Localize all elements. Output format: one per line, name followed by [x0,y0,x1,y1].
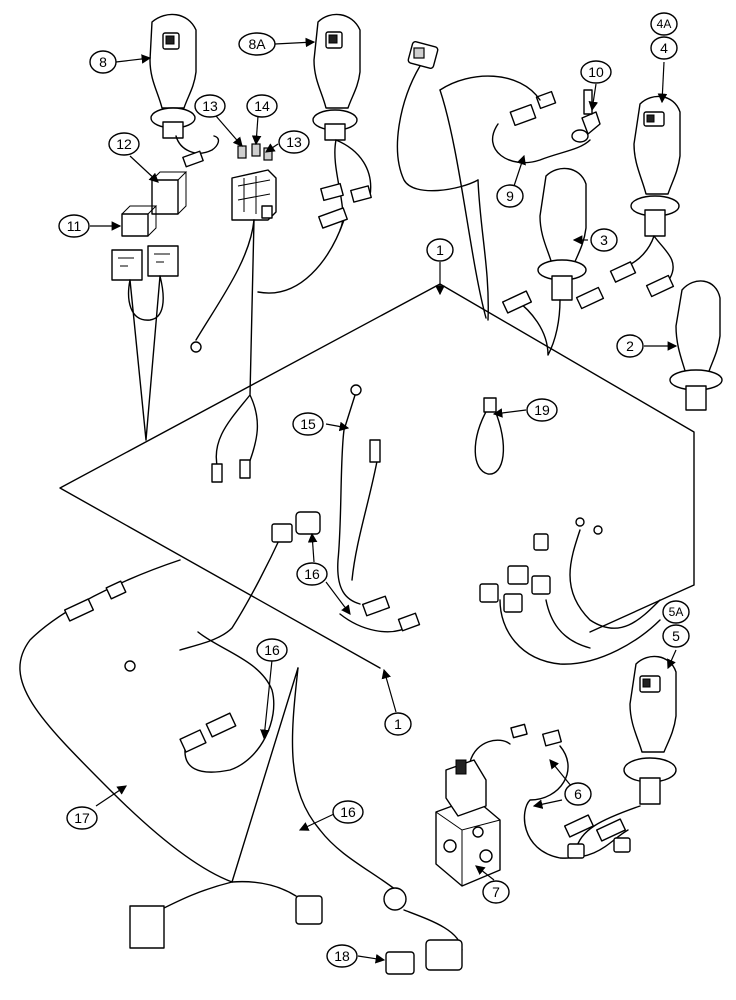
callout-4-label: 4 [660,40,668,56]
callout-16-upper: 16 [296,562,328,586]
small-connectors [63,150,675,975]
joystick-handle-3 [537,167,587,301]
callout-7-label: 7 [492,884,500,900]
callout-8a-label: 8A [248,36,266,52]
callout-6-label: 6 [574,786,582,802]
callout-16-upper-label: 16 [304,566,320,582]
callout-11: 11 [58,214,90,238]
relay-bases [111,245,179,281]
callout-6: 6 [564,782,592,806]
callout-19-label: 19 [534,402,550,418]
callout-13b: 13 [278,130,310,154]
callout-9: 9 [496,184,524,208]
callout-1-bottom-label: 1 [394,716,402,732]
callout-9-label: 9 [506,188,514,204]
switch-10 [571,89,601,143]
callout-18: 18 [326,944,358,968]
relay-11 [121,205,158,237]
callout-10-label: 10 [588,64,604,80]
callout-15-label: 15 [300,416,316,432]
joystick-handle-8 [149,13,197,139]
joystick-handle-2 [669,280,723,411]
callout-1-top: 1 [426,238,454,262]
callout-2-label: 2 [626,338,634,354]
callout-12: 12 [108,132,140,156]
callout-15: 15 [292,412,324,436]
joystick-handle-5 [623,655,677,805]
callout-12-label: 12 [116,136,132,152]
callout-8a: 8A [238,32,276,56]
harness-wires [19,65,674,951]
callout-5: 5 [662,624,690,648]
joystick-handle-4 [630,95,681,237]
callout-8-label: 8 [99,54,107,70]
callout-13b-label: 13 [286,134,302,150]
joystick-handle-8a [312,13,361,141]
relay-12 [151,171,188,215]
callout-16-lower: 16 [332,800,364,824]
callout-4a: 4A [650,12,678,36]
callout-14-label: 14 [254,98,270,114]
callout-1-bottom: 1 [384,712,412,736]
callout-2: 2 [616,334,644,358]
callout-5a: 5A [662,600,690,624]
callout-7: 7 [482,880,510,904]
callout-13a-label: 13 [202,98,218,114]
callout-11-label: 11 [67,218,82,234]
connector-top [407,40,439,70]
callout-17-label: 17 [74,810,90,826]
solenoid-valve-7 [435,759,501,887]
callout-14: 14 [246,94,278,118]
callout-3-label: 3 [600,232,608,248]
callout-4: 4 [650,36,678,60]
callout-10: 10 [580,60,612,84]
callout-8: 8 [89,50,117,74]
callout-13a: 13 [194,94,226,118]
callout-18-label: 18 [334,948,350,964]
callout-5-label: 5 [672,628,680,644]
fuse-holder [231,169,277,221]
callout-1-top-label: 1 [436,242,444,258]
callout-16-lower-label: 16 [340,804,356,820]
callout-5a-label: 5A [669,605,684,619]
connector-9 [509,90,557,127]
callout-16-mid-label: 16 [264,642,280,658]
callout-17: 17 [66,806,98,830]
callout-16-mid: 16 [256,638,288,662]
callout-4a-label: 4A [657,17,672,31]
cable-tie-19 [474,397,505,475]
callout-19: 19 [526,398,558,422]
callout-3: 3 [590,228,618,252]
